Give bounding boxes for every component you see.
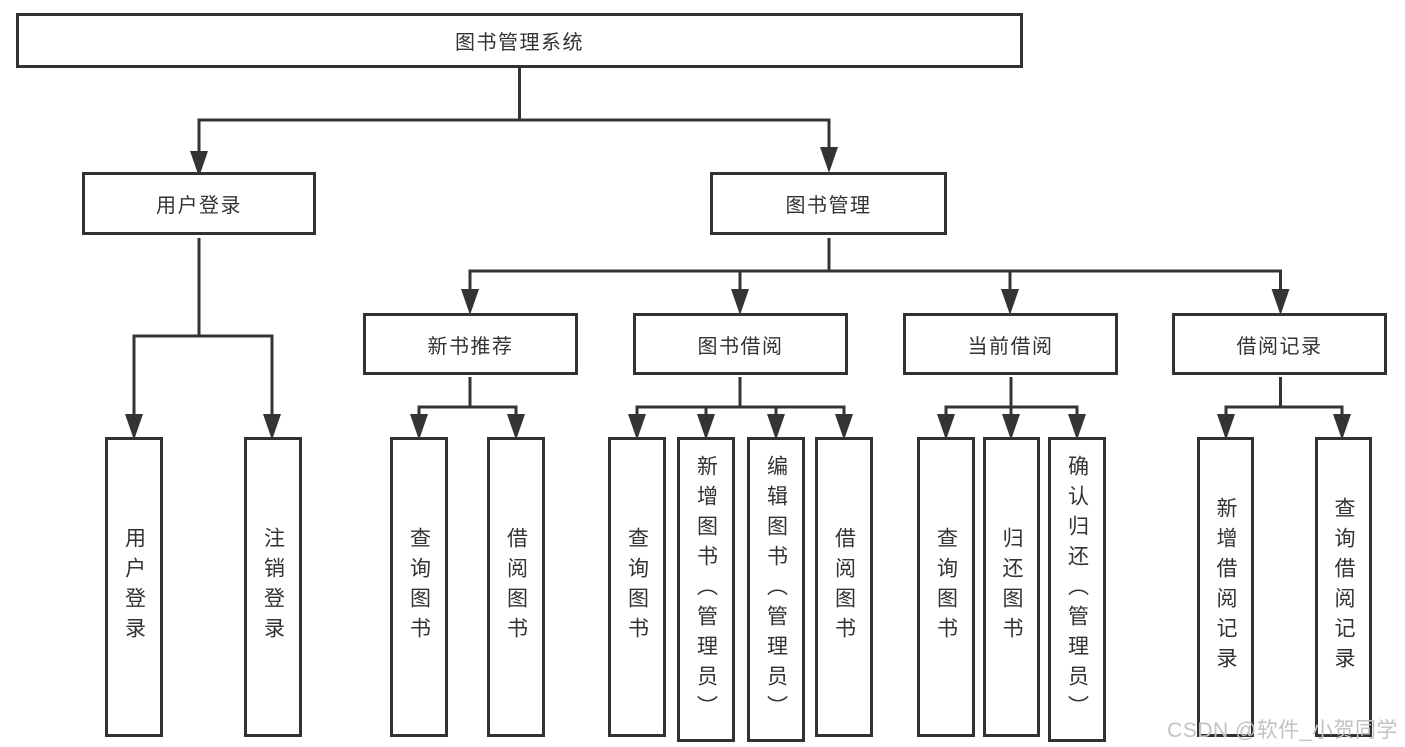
- node-current-borrowing: 当前借阅: [903, 313, 1118, 375]
- arrowheads: [125, 147, 1351, 440]
- csdn-watermark: CSDN @软件_小贺同学: [1167, 719, 1398, 742]
- node-label: 借阅记录: [1236, 335, 1323, 358]
- arrow-down-icon: [1333, 414, 1351, 440]
- leaf-confirm-return-admin: 确认归还（管理员）: [1048, 437, 1106, 742]
- node-label: 归还图书: [1000, 527, 1023, 647]
- arrow-down-icon: [697, 414, 715, 440]
- node-system-root: 图书管理系统: [16, 13, 1023, 68]
- leaf-user-login: 用户登录: [105, 437, 163, 737]
- leaf-return-book: 归还图书: [983, 437, 1040, 737]
- arrow-down-icon: [461, 289, 479, 315]
- leaf-query-books-recommend: 查询图书: [390, 437, 448, 737]
- node-label: 查询图书: [625, 527, 649, 647]
- node-label: 编辑图书（管理员）: [764, 454, 788, 725]
- leaf-query-borrow-record: 查询借阅记录: [1315, 437, 1372, 737]
- arrow-down-icon: [820, 147, 838, 173]
- arrow-down-icon: [190, 151, 208, 177]
- node-label: 查询图书: [407, 527, 431, 647]
- leaf-add-borrow-record: 新增借阅记录: [1197, 437, 1254, 737]
- arrow-down-icon: [1217, 414, 1235, 440]
- node-label: 确认归还（管理员）: [1065, 454, 1089, 725]
- node-label: 查询图书: [934, 527, 958, 647]
- node-label: 用户登录: [122, 527, 146, 647]
- arrow-down-icon: [937, 414, 955, 440]
- leaf-query-books-current: 查询图书: [917, 437, 975, 737]
- arrow-down-icon: [125, 414, 143, 440]
- node-label: 图书管理: [785, 195, 872, 217]
- node-label: 当前借阅: [967, 335, 1054, 358]
- node-user-login-module: 用户登录: [82, 172, 316, 235]
- node-book-management-module: 图书管理: [710, 172, 947, 235]
- node-label: 图书借阅: [697, 335, 784, 358]
- node-label: 新增图书（管理员）: [694, 454, 718, 725]
- leaf-query-books-borrowing: 查询图书: [608, 437, 666, 737]
- leaf-logout: 注销登录: [244, 437, 302, 737]
- node-book-borrowing: 图书借阅: [633, 313, 848, 375]
- leaf-borrow-books: 借阅图书: [815, 437, 873, 737]
- leaf-borrow-books-recommend: 借阅图书: [487, 437, 545, 737]
- node-label: 借阅图书: [832, 527, 856, 647]
- leaf-edit-book-admin: 编辑图书（管理员）: [747, 437, 805, 742]
- node-label: 新书推荐: [427, 335, 514, 358]
- arrow-down-icon: [1271, 289, 1290, 315]
- arrow-down-icon: [731, 289, 749, 315]
- leaf-add-book-admin: 新增图书（管理员）: [677, 437, 735, 742]
- arrow-down-icon: [1001, 289, 1019, 315]
- arrow-down-icon: [767, 414, 785, 440]
- node-label: 注销登录: [261, 527, 285, 647]
- arrow-down-icon: [410, 414, 428, 440]
- arrow-down-icon: [835, 414, 853, 440]
- node-label: 新增借阅记录: [1214, 497, 1237, 677]
- node-label: 图书管理系统: [455, 32, 584, 54]
- arrow-down-icon: [1068, 414, 1086, 440]
- arrow-down-icon: [628, 414, 646, 440]
- node-label: 借阅图书: [504, 527, 528, 647]
- arrow-down-icon: [263, 414, 281, 440]
- node-label: 用户登录: [156, 195, 242, 217]
- node-borrowing-records: 借阅记录: [1172, 313, 1387, 375]
- arrow-down-icon: [507, 414, 525, 440]
- arrow-down-icon: [1002, 414, 1020, 440]
- node-new-book-recommend: 新书推荐: [363, 313, 578, 375]
- node-label: 查询借阅记录: [1332, 497, 1355, 677]
- tree-edges: [132, 68, 1344, 415]
